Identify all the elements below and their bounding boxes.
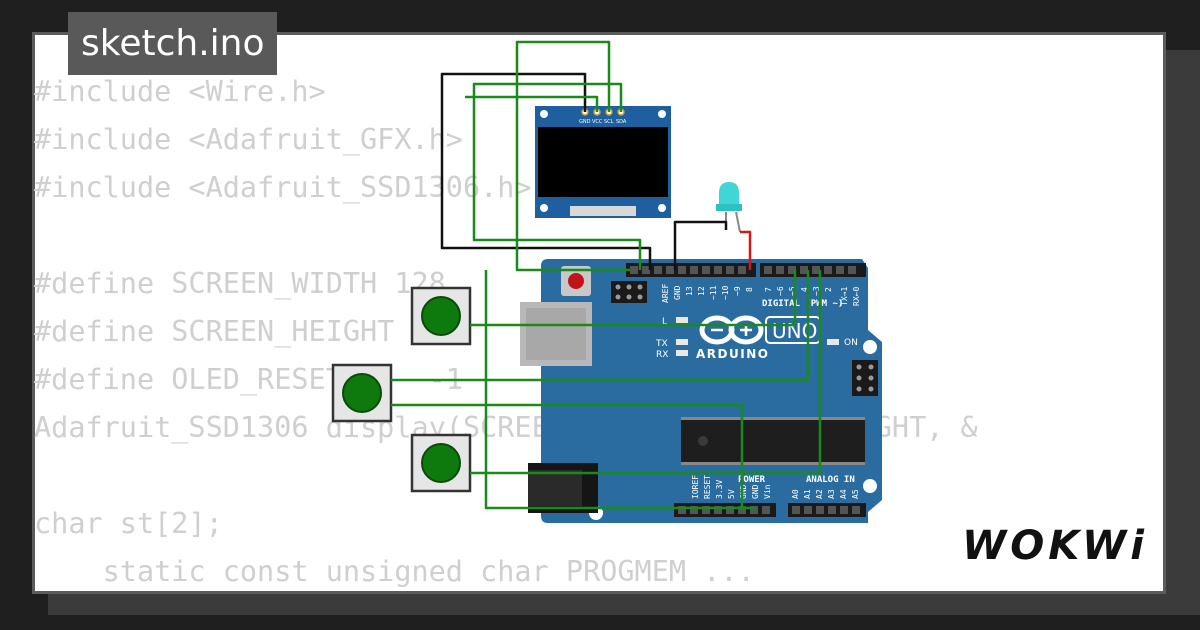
led-label-tx: TX	[655, 339, 668, 349]
pin-label: TX→1	[840, 287, 849, 306]
arduino-logo-icon	[699, 315, 764, 345]
mounting-hole	[863, 479, 877, 493]
code-line: static const unsigned char PROGMEM ...	[34, 555, 755, 588]
wire-led-signal[interactable]	[740, 230, 752, 270]
pin-label: ~5	[788, 286, 797, 296]
led-l-indicator	[676, 317, 688, 323]
pin-label: GND	[751, 484, 760, 499]
wire-button-2[interactable]	[391, 270, 810, 382]
power-label: POWER	[738, 475, 766, 485]
pin-label: A0	[791, 489, 800, 499]
pin-label: A3	[827, 489, 836, 499]
code-line: #define SCREEN_WIDTH 128	[34, 267, 446, 300]
pin-label: 13	[685, 286, 694, 296]
oled-pin-label: GND	[579, 119, 591, 125]
arduino-uno-board[interactable]: AREF GND 13 12 ~11 ~10 ~9 8 7 ~6 ~5 4 ~3…	[520, 259, 882, 523]
on-led-indicator	[827, 339, 839, 345]
pin-label: ~10	[721, 285, 730, 300]
icsp-header	[611, 281, 647, 303]
code-line: char st[2];	[34, 507, 223, 540]
oled-pin-label: SDA	[616, 119, 627, 125]
oled-pin-label: VCC	[592, 119, 603, 125]
on-label: ON	[844, 338, 858, 348]
pin-label: GND	[673, 285, 682, 300]
button-cap	[421, 443, 461, 483]
pin-label: RX←0	[852, 287, 861, 306]
oled-screen	[538, 127, 668, 197]
atmega-chip	[681, 419, 865, 463]
pin-label: Vin	[763, 484, 772, 499]
icsp-header-right	[852, 360, 878, 396]
pin-label: A2	[815, 489, 824, 499]
pin-label: 4	[800, 287, 809, 292]
pin-label: IOREF	[691, 475, 700, 499]
pin-label: ~11	[709, 285, 718, 300]
code-line: #include <Wire.h>	[34, 75, 326, 108]
sketch-title-tab[interactable]: sketch.ino	[68, 12, 278, 75]
pin-label: A4	[839, 489, 848, 499]
pin-label: ~6	[776, 286, 785, 296]
wire-oled-gnd[interactable]	[440, 72, 652, 270]
pin-label: 7	[764, 287, 773, 292]
push-button-2[interactable]	[331, 363, 393, 423]
pin-label: 2	[824, 287, 833, 292]
button-cap	[421, 296, 461, 336]
wire-ground-rail[interactable]	[484, 270, 756, 510]
digital-label: DIGITAL (PWM ~)	[762, 299, 843, 309]
reset-button-cap[interactable]	[568, 273, 584, 289]
led-label-l: L	[662, 317, 667, 327]
mounting-hole	[863, 340, 877, 354]
push-button-1[interactable]	[410, 286, 472, 346]
pin-label: A1	[803, 489, 812, 499]
code-line: #include <Adafruit_GFX.h>	[34, 123, 463, 156]
oled-display[interactable]: GND VCC SCL SDA	[535, 106, 671, 218]
pin-label: RESET	[703, 475, 712, 499]
led-component[interactable]	[716, 182, 742, 233]
power-header	[674, 503, 776, 517]
pin-label: AREF	[661, 284, 670, 303]
code-line: #define OLED_RESET -1	[34, 363, 463, 396]
oled-pin-label: SCL	[604, 119, 614, 125]
led-label-rx: RX	[656, 350, 668, 360]
pin-label: 3.3V	[715, 480, 724, 499]
pin-label: 5V	[727, 489, 736, 499]
wire-button-3[interactable]	[470, 270, 822, 475]
led-tx-indicator	[676, 339, 688, 345]
wokwi-logo: WOKWi	[962, 523, 1148, 569]
wire-button-1[interactable]	[470, 270, 797, 327]
pin-label: ~3	[812, 286, 821, 296]
push-button-3[interactable]	[410, 433, 472, 493]
wire-button-2-gnd[interactable]	[391, 403, 744, 510]
analog-label: ANALOG IN	[806, 475, 855, 485]
wires	[391, 40, 822, 510]
wire-oled-sda[interactable]	[472, 82, 642, 270]
wire-oled-scl[interactable]	[515, 40, 630, 272]
wire-led-gnd[interactable]	[673, 220, 728, 270]
pin-label: 12	[697, 286, 706, 296]
led-bulb	[719, 182, 739, 206]
led-rx-indicator	[676, 350, 688, 356]
pin-label: ~9	[733, 286, 742, 296]
pin-label: 8	[745, 287, 754, 292]
pin-label: GND	[739, 484, 748, 499]
arduino-brand-label: ARDUINO	[696, 347, 769, 361]
pin-label: A5	[851, 489, 860, 499]
button-cap	[342, 373, 382, 413]
